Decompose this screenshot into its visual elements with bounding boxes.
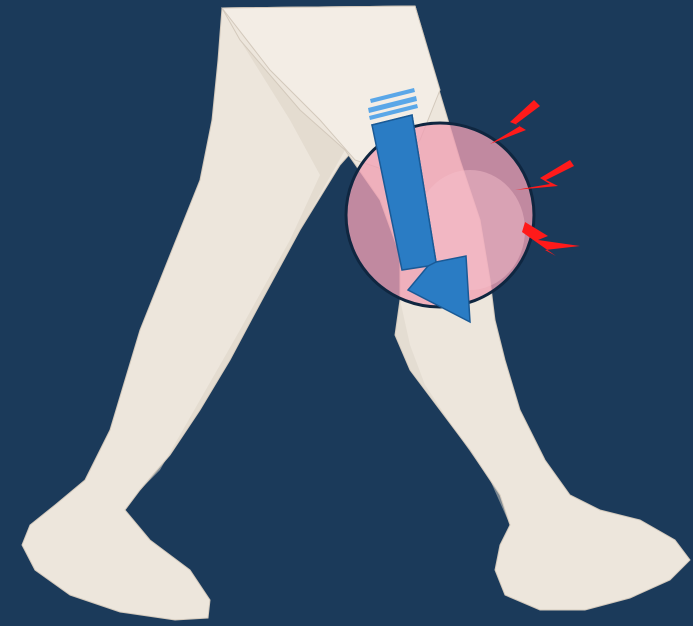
leg-illustration xyxy=(0,0,693,626)
illustration-scene xyxy=(0,0,693,626)
